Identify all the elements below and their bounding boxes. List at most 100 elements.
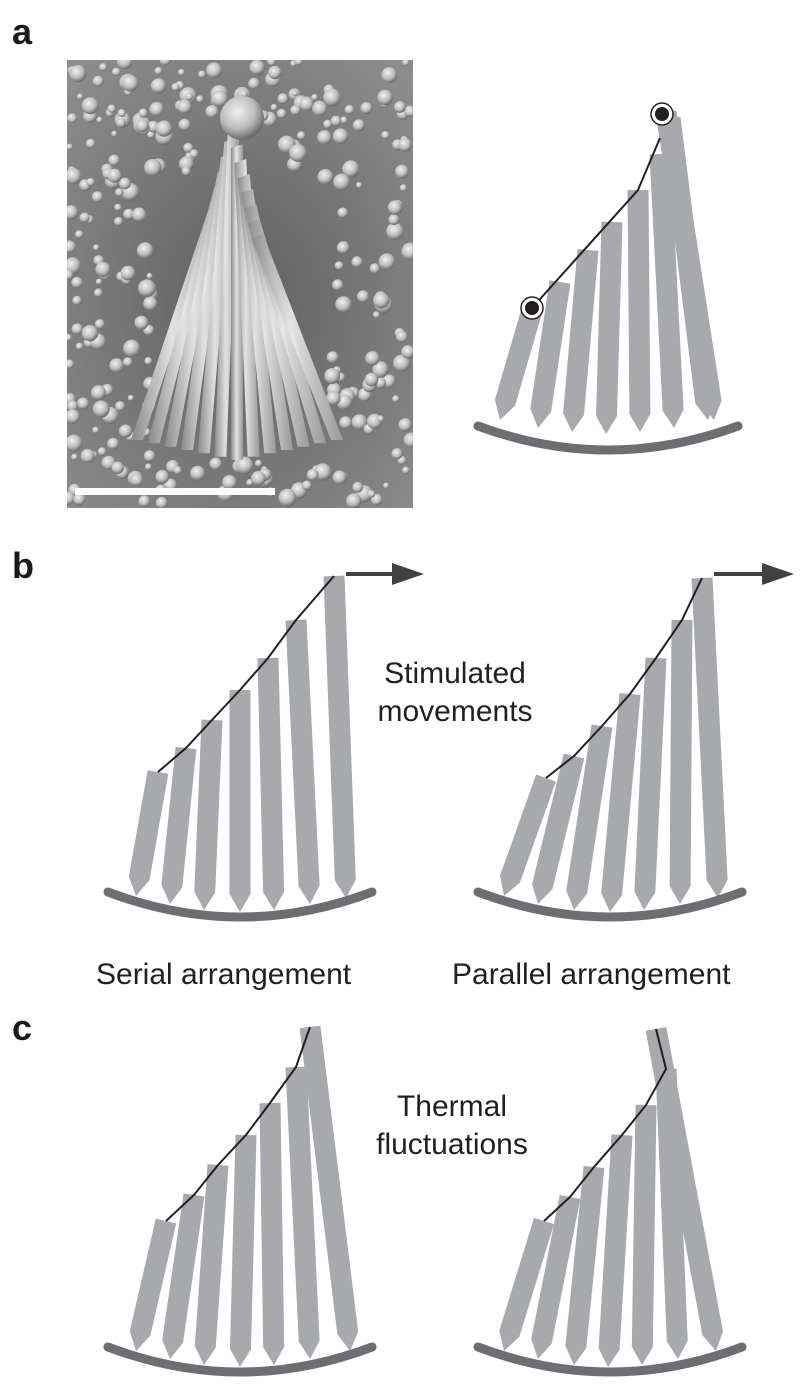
caption-thermal-fluctuations: Thermal fluctuations	[352, 1088, 552, 1164]
microvillus	[79, 212, 90, 223]
microvillus	[268, 65, 282, 80]
stereocilium	[500, 774, 556, 896]
microvillus	[196, 95, 204, 103]
microvillus	[393, 354, 411, 372]
arrow-head	[392, 563, 424, 585]
arrow-head	[762, 563, 794, 585]
microvillus	[211, 90, 228, 107]
bundle-serial-stimulated	[103, 563, 424, 922]
cuticular-plate	[473, 887, 747, 922]
bundle-schematic-a	[473, 102, 743, 455]
microvillus	[179, 156, 194, 172]
stereocilium	[691, 577, 728, 898]
microvillus	[130, 473, 144, 487]
stereocilium	[494, 307, 543, 420]
caption-line-1: Thermal	[396, 1090, 508, 1123]
microvillus	[71, 323, 83, 335]
microvillus	[395, 164, 409, 179]
microvillus	[198, 70, 206, 79]
microvillus	[240, 90, 248, 98]
microvillus	[109, 358, 124, 373]
stereocilium	[649, 153, 684, 428]
microvillus	[369, 263, 380, 274]
stereocilium	[194, 719, 223, 910]
stereocilium	[598, 1134, 633, 1367]
microvillus	[402, 60, 410, 66]
microvillus	[155, 120, 173, 137]
microvillus	[357, 290, 370, 303]
microvillus	[333, 173, 351, 191]
microvillus	[121, 75, 139, 92]
stereocilium	[229, 690, 251, 912]
microvillus	[146, 272, 153, 280]
tip-link	[165, 1026, 311, 1222]
microvillus	[394, 101, 406, 113]
microvillus	[80, 448, 95, 464]
microvillus	[372, 361, 389, 378]
microvillus	[278, 488, 297, 507]
microvillus	[95, 278, 103, 285]
microvillus	[67, 400, 78, 412]
tip-link	[531, 137, 661, 309]
microvillus	[246, 479, 254, 486]
microvillus	[294, 60, 303, 66]
stereocilium	[669, 619, 693, 904]
microvillus	[67, 491, 75, 505]
microvillus	[143, 296, 158, 311]
stereocilium	[631, 1104, 657, 1365]
microvillus	[336, 241, 350, 255]
microvillus	[69, 65, 87, 83]
microvillus	[173, 466, 182, 475]
microvillus	[183, 142, 194, 153]
microvillus	[189, 149, 199, 159]
stereocilium	[259, 1102, 285, 1365]
microvillus	[314, 463, 332, 481]
microvillus	[96, 116, 103, 123]
stereocilium	[129, 1218, 177, 1351]
microvillus	[317, 169, 334, 185]
stereocilium	[162, 1193, 205, 1359]
microvillus	[332, 470, 347, 485]
microvillus	[97, 447, 107, 456]
cuticular-plate	[103, 1342, 377, 1377]
microvillus	[127, 394, 134, 402]
microvillus	[330, 115, 342, 127]
microvillus	[222, 475, 238, 490]
microvillus	[297, 131, 306, 140]
scale-bar	[75, 488, 275, 495]
stereocilium	[257, 657, 285, 910]
microvillus	[116, 60, 133, 70]
tip-link	[157, 575, 335, 773]
microvillus	[386, 222, 404, 240]
microvillus	[75, 230, 84, 239]
microvillus	[93, 288, 103, 298]
microvillus	[145, 463, 152, 471]
microvillus	[85, 138, 96, 149]
microvillus	[67, 334, 72, 342]
microvillus	[92, 75, 104, 87]
stereocilium	[532, 753, 585, 904]
stereocilium	[563, 249, 599, 432]
microvillus	[373, 292, 390, 309]
microvillus	[326, 351, 339, 364]
microvillus	[81, 97, 99, 115]
microvillus	[346, 493, 362, 508]
microvillus	[114, 203, 122, 212]
bundle-serial-thermal	[103, 1025, 377, 1377]
stereocilium	[601, 693, 641, 912]
stereocilium	[566, 724, 613, 910]
stereocilium-image	[237, 174, 277, 454]
microvillus	[67, 409, 81, 424]
stereocilia-image	[131, 129, 343, 460]
microvillus	[185, 92, 193, 101]
microvillus	[335, 296, 352, 313]
microvillus	[111, 130, 118, 137]
panel-label-c: c	[12, 1007, 33, 1048]
microvillus	[123, 339, 141, 357]
panel-label-b: b	[12, 545, 34, 586]
caption-stimulated-movements: Stimulated movements	[355, 655, 555, 731]
microvillus	[299, 96, 314, 112]
microvillus	[311, 93, 318, 101]
microvillus	[71, 276, 83, 289]
microvillus	[404, 105, 413, 118]
